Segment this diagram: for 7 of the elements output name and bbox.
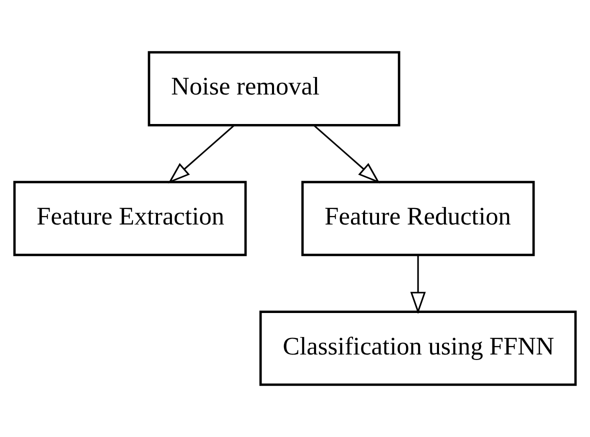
node-box: Noise removal xyxy=(148,51,400,126)
arrow xyxy=(410,255,426,314)
arrow xyxy=(168,124,234,184)
arrow xyxy=(314,124,380,184)
node-box: Classification using FFNN xyxy=(259,310,577,386)
node-box: Feature Extraction xyxy=(13,180,247,256)
node-box: Feature Reduction xyxy=(301,180,535,256)
